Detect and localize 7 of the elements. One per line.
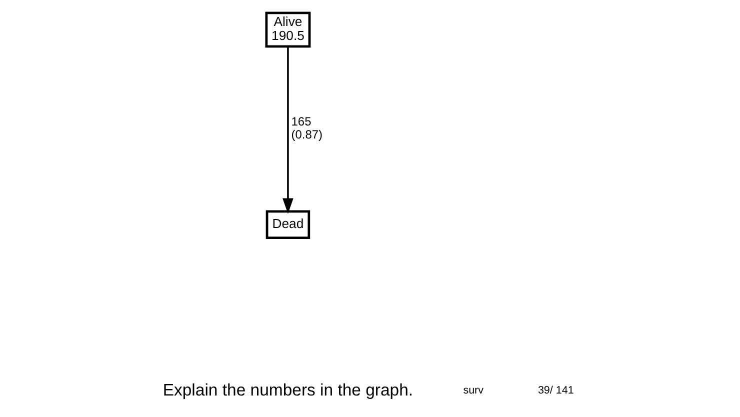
arrow xyxy=(282,46,293,214)
label: surv xyxy=(462,384,484,397)
edge-label: 165 (0.87) xyxy=(290,114,322,142)
node-box: Dead xyxy=(265,210,310,239)
label: 39/ 141 xyxy=(537,384,574,397)
node-box: Alive 190.5 xyxy=(264,12,310,48)
label: Explain the numbers in the graph. xyxy=(162,380,413,400)
